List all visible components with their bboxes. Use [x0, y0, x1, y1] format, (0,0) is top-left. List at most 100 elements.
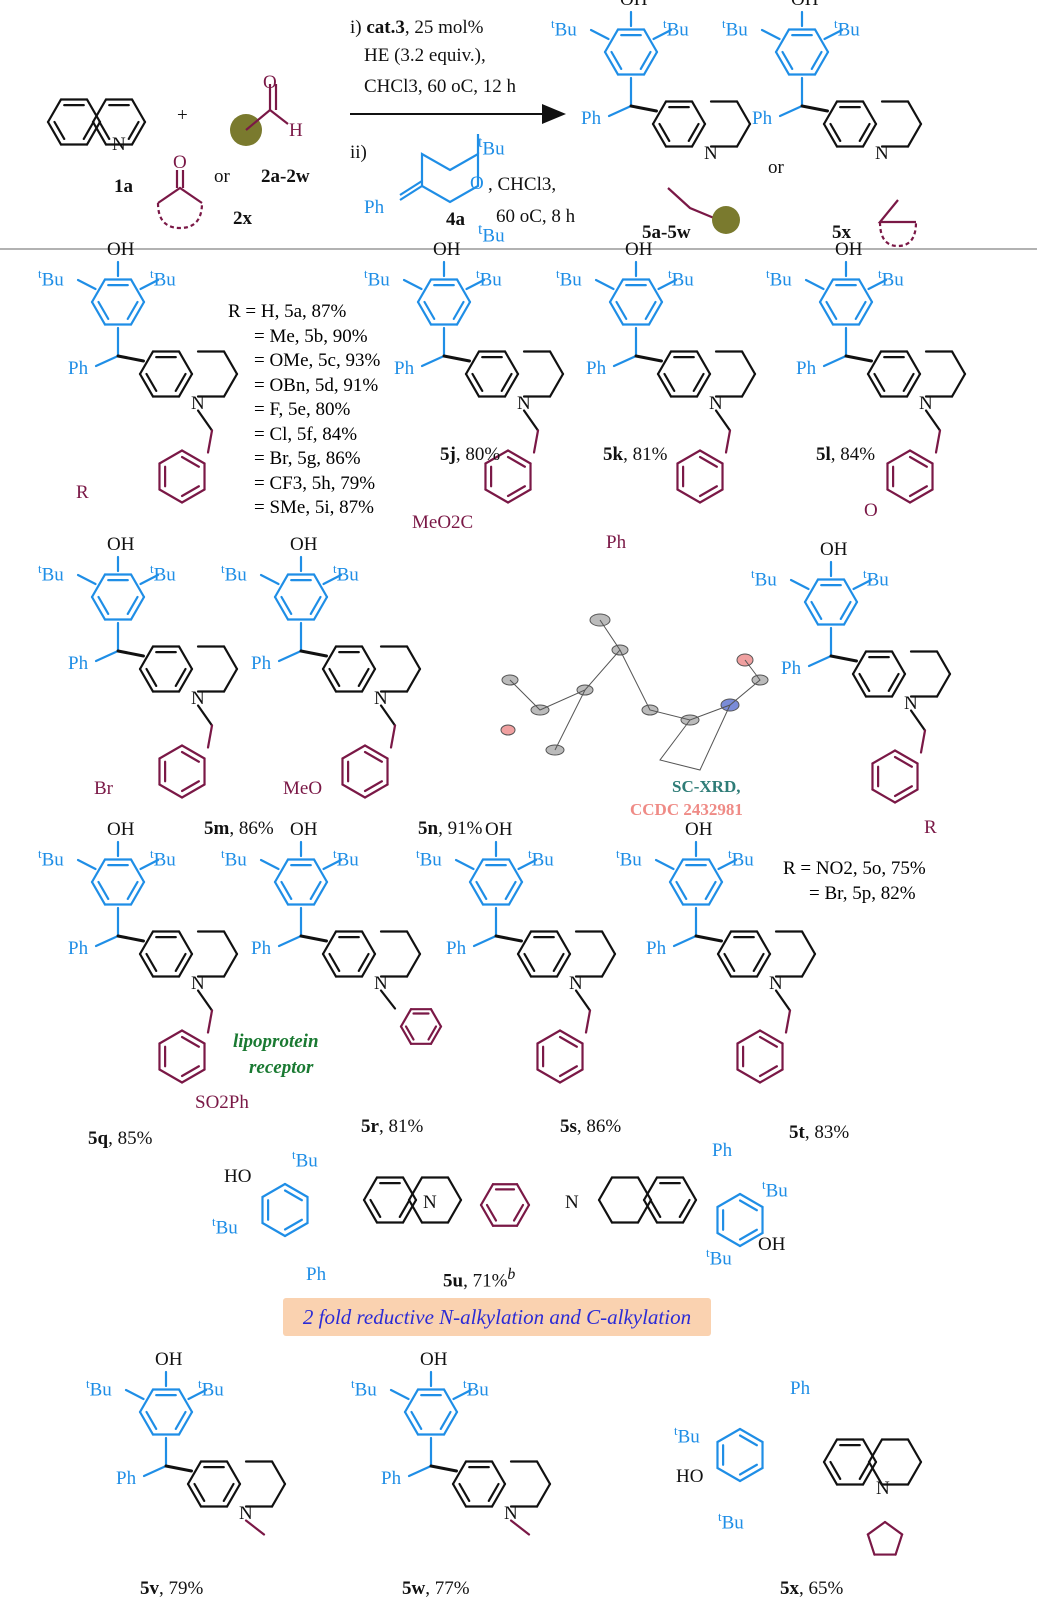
tbu-label: tBu — [718, 1509, 744, 1534]
tbu-label: tBu — [38, 846, 64, 871]
phenol-ring — [423, 300, 436, 320]
oh-label: OH — [420, 1349, 448, 1370]
phenol-ring — [781, 50, 794, 70]
bond — [924, 409, 942, 432]
bond — [935, 672, 952, 698]
bond — [76, 858, 97, 871]
or-text-2: or — [768, 157, 784, 178]
phenol-ring — [644, 300, 657, 320]
benzyl-ring — [698, 455, 718, 468]
bond — [919, 729, 927, 754]
xrd-label: SC-XRD, — [672, 777, 741, 796]
benzyl-ring — [180, 1029, 206, 1045]
phenol-ring — [90, 278, 107, 304]
bond — [672, 934, 698, 948]
bond — [657, 278, 678, 291]
bond — [535, 1460, 552, 1486]
bond — [206, 1009, 214, 1034]
bond — [405, 667, 422, 693]
5u-left-benzo — [398, 1198, 411, 1218]
bond — [600, 952, 617, 978]
thq-benzo-ring — [822, 122, 839, 148]
bond — [452, 1388, 473, 1401]
thq-benzo-ring — [690, 122, 707, 148]
phenol-ring — [280, 880, 293, 900]
oh-label: OH — [107, 819, 135, 840]
receptor-text: receptor — [249, 1057, 314, 1078]
caption-5t: 5t, 83% — [789, 1122, 850, 1143]
5u-right-benzo — [681, 1176, 698, 1202]
bond — [517, 858, 538, 871]
phenol-ring — [639, 50, 652, 70]
bond — [116, 934, 145, 943]
caption-5w: 5w, 77% — [402, 1578, 470, 1599]
ph-5u-left: Ph — [306, 1264, 327, 1285]
ho-5x: HO — [676, 1466, 704, 1487]
caption-5n: 5n, 91% — [418, 818, 483, 839]
phenol-ring — [507, 858, 524, 884]
tbu-label: tBu — [616, 846, 642, 871]
phenol-ring — [842, 578, 859, 604]
bond — [379, 989, 397, 1010]
bond — [574, 989, 592, 1012]
benzyl-ring — [158, 1068, 184, 1084]
thq-benzo-ring — [866, 350, 883, 376]
thq-benzo-ring — [866, 372, 883, 398]
ph-label: Ph — [116, 1468, 137, 1489]
thq-benzo-ring — [328, 952, 341, 972]
oh-label: OH — [620, 0, 647, 11]
5u-left-benzo — [362, 1198, 379, 1224]
thq-benzo-ring — [887, 672, 900, 692]
oh-label: OH — [820, 539, 848, 560]
oh-label: OH — [791, 0, 818, 11]
bond — [379, 704, 397, 727]
phenol-ring — [452, 300, 465, 320]
phenol-ring — [642, 50, 659, 76]
5x-phenol — [738, 1434, 758, 1447]
benzyl-ring — [180, 750, 200, 763]
bond — [196, 989, 214, 1012]
bond — [807, 654, 833, 668]
tbu-label: tBu — [150, 266, 176, 291]
conditions-step2-temp: 60 oC, 8 h — [496, 206, 576, 227]
ph-label: Ph — [68, 358, 89, 379]
thq-benzo-ring — [357, 667, 370, 687]
benzyl-ring — [758, 1065, 778, 1078]
label-4a: 4a — [446, 209, 465, 230]
benzyl-ring — [180, 744, 206, 760]
bond — [634, 354, 663, 363]
bond — [740, 372, 757, 398]
meo-meta-label: MeO — [283, 778, 323, 799]
thq-benzo-ring — [177, 930, 194, 956]
ph-label: Ph — [646, 938, 667, 959]
thq-benzo-ring — [752, 952, 765, 972]
5u-right-benzo — [642, 1176, 659, 1202]
phenol-ring — [309, 595, 322, 615]
quinoline-benzo-ring — [46, 98, 63, 124]
thq-benzo-ring — [516, 930, 533, 956]
bond — [600, 930, 617, 956]
benzyl-ring — [180, 1035, 200, 1048]
5x-sat — [867, 1438, 884, 1464]
bond — [222, 930, 239, 956]
benzyl-ring — [506, 485, 526, 498]
phenol-ring — [475, 880, 488, 900]
n-label: N — [709, 392, 723, 414]
thq-benzo-ring — [360, 930, 377, 956]
caption-5k: 5k, 81% — [603, 444, 668, 465]
phenol-ring — [312, 595, 329, 621]
bond — [829, 654, 858, 663]
phenol-ring — [675, 880, 688, 900]
benzyl-ring — [158, 744, 184, 760]
phenol-ring — [818, 300, 835, 326]
bond — [124, 1388, 145, 1401]
ketone-o: O — [173, 152, 187, 173]
tbu-label: tBu — [556, 266, 582, 291]
benzyl-ring — [506, 449, 532, 465]
phenol-ring — [813, 50, 830, 76]
thq-benzo-ring — [177, 645, 194, 671]
benzyl-ring — [341, 744, 367, 760]
thq-benzo-ring — [861, 100, 878, 126]
5x-benzo — [861, 1438, 878, 1464]
phenol-ring — [468, 858, 485, 884]
